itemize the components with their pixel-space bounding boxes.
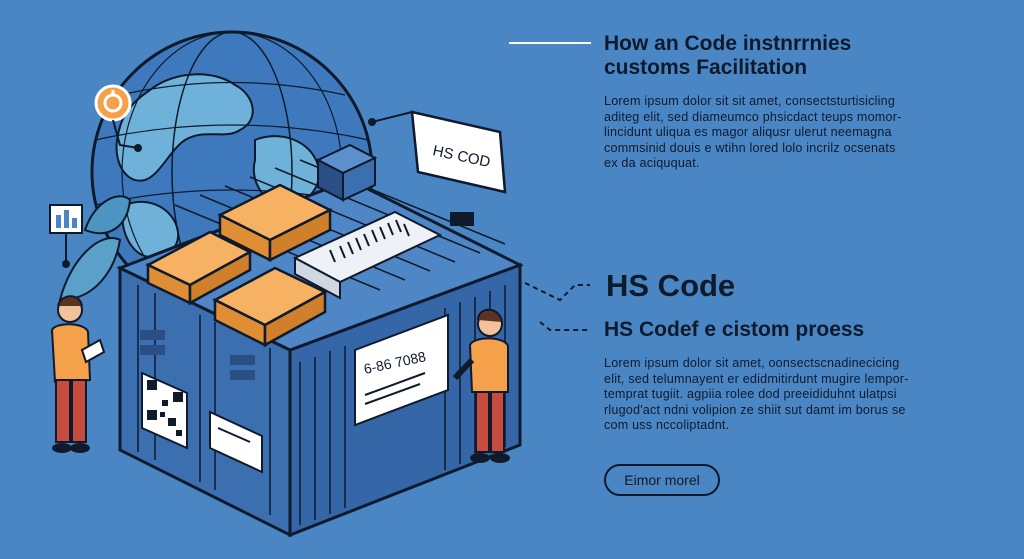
cargo-boxes bbox=[145, 183, 333, 348]
intro-paragraph: Lorem ipsum dolor sit sit amet, consects… bbox=[604, 94, 902, 170]
scanner-box bbox=[315, 143, 474, 226]
qr-code bbox=[141, 371, 188, 450]
person-right bbox=[452, 308, 510, 463]
section-subheading: HS Codef e cistom proess bbox=[604, 318, 865, 341]
learn-more-button[interactable]: Eimor morel bbox=[604, 464, 720, 496]
container-label: 6-86 7088 bbox=[354, 313, 449, 427]
document-sticker bbox=[209, 410, 263, 474]
hs-code-callout: HS COD bbox=[368, 110, 507, 194]
section-heading: HS Code bbox=[606, 268, 736, 303]
title-accent-line bbox=[509, 42, 591, 44]
section-paragraph: Lorem ipsum dolor sit amet, oonsectscnad… bbox=[604, 356, 909, 432]
location-target-icon bbox=[94, 84, 142, 152]
page-title: How an Code instnrrnies customs Facilita… bbox=[604, 32, 852, 79]
barcode-label bbox=[292, 210, 443, 300]
chart-card-icon bbox=[49, 204, 83, 268]
leaf-decoration bbox=[58, 195, 132, 302]
person-left bbox=[50, 295, 106, 453]
